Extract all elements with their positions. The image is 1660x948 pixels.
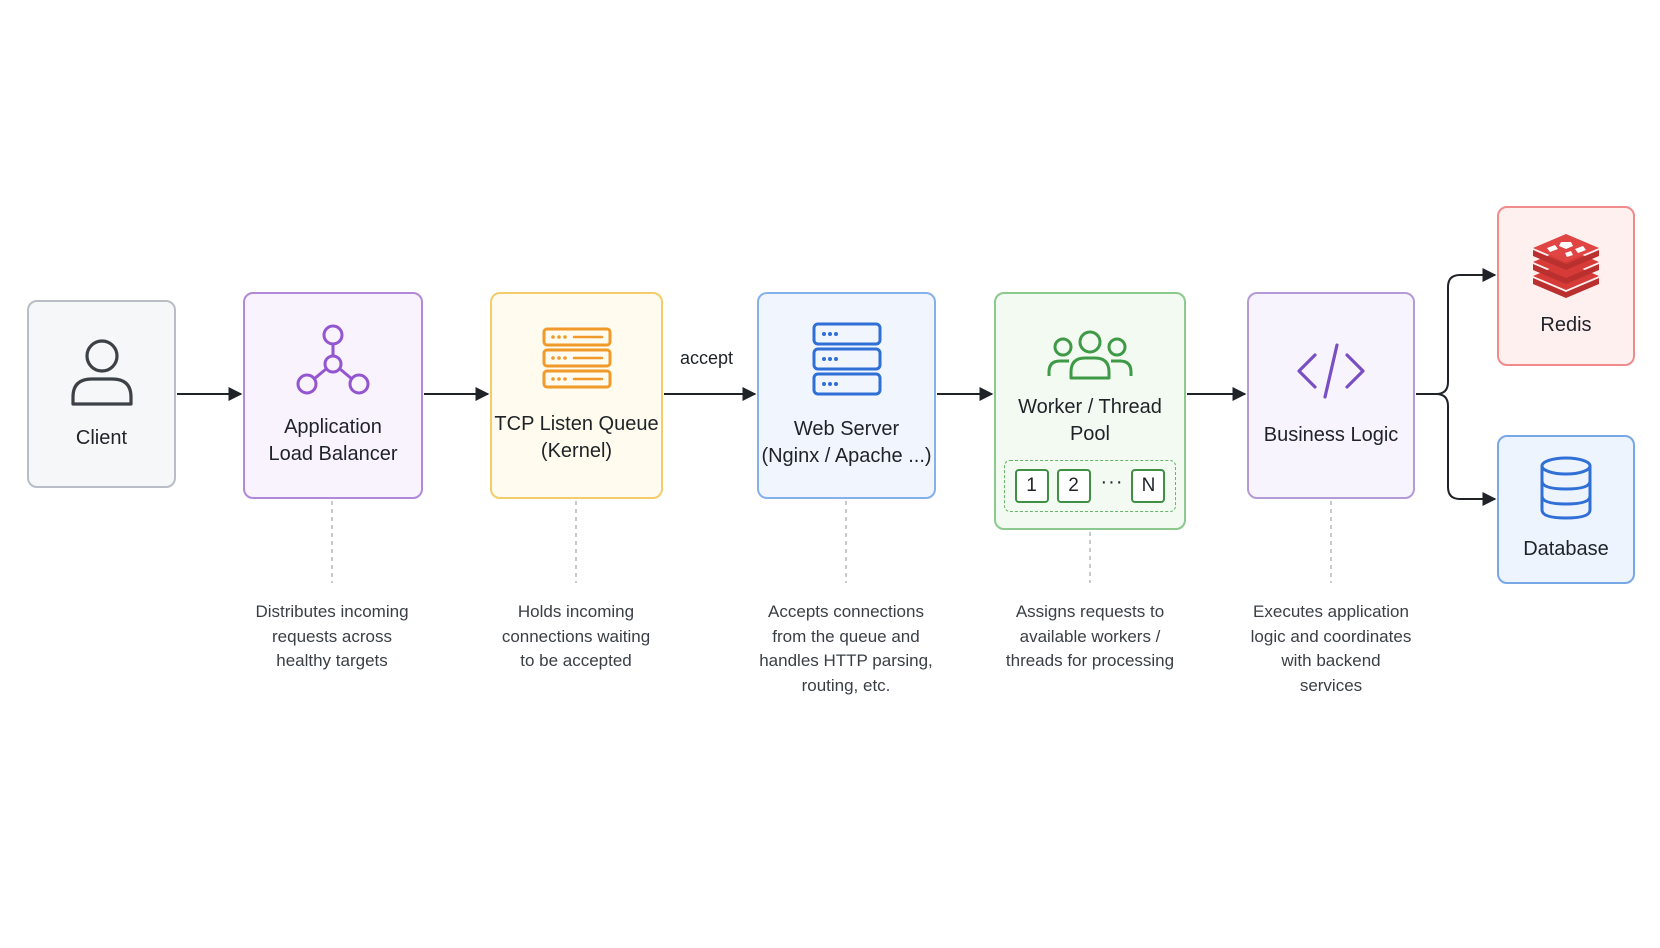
redis-icon [1533,233,1599,298]
node-web-label: Web Server (Nginx / Apache ...) [761,417,932,467]
node-client-label: Client [75,426,128,449]
description-worker: Assigns requests to available workers / … [1005,602,1175,670]
node-database-label: Database [1523,538,1609,560]
node-database: Database [1497,435,1635,584]
server-icon [812,322,881,395]
node-redis-label: Redis [1540,313,1592,336]
hub-icon [296,324,370,394]
worker-slot: N [1131,469,1166,503]
node-business-logic: Business Logic [1247,292,1415,499]
arrow-biz-to-database [1416,393,1497,506]
worker-slot: 1 [1014,469,1049,503]
node-application-load-balancer: Application Load Balancer [243,292,423,499]
node-alb-label: Application Load Balancer [268,415,398,465]
node-redis: Redis [1497,206,1635,366]
node-tcp-listen-queue: TCP Listen Queue (Kernel) [490,292,663,499]
node-client: Client [27,300,176,488]
arrow-biz-to-redis [1416,268,1497,395]
description-tcp: Holds incoming connections waiting to be… [501,602,651,670]
thread-pool-slots: 1 2 ··· N [1004,460,1176,512]
user-icon [70,338,133,406]
slot-ellipsis: ··· [1100,470,1124,493]
server-stack-icon [542,327,611,388]
node-worker-thread-pool: Worker / Thread Pool 1 2 ··· N [994,292,1186,530]
description-biz: Executes application logic and coordinat… [1250,602,1412,695]
description-alb: Distributes incoming requests across hea… [255,602,409,670]
worker-slot: 2 [1056,469,1091,503]
code-icon [1297,343,1365,399]
node-tcp-label: TCP Listen Queue (Kernel) [494,412,659,462]
description-web: Accepts connections from the queue and h… [759,602,933,695]
node-worker-label: Worker / Thread Pool [1018,396,1162,445]
edge-label-accept: accept [680,348,734,368]
node-biz-label: Business Logic [1263,424,1399,446]
node-web-server: Web Server (Nginx / Apache ...) [757,292,936,499]
database-icon [1540,456,1592,520]
users-icon [1047,330,1133,380]
